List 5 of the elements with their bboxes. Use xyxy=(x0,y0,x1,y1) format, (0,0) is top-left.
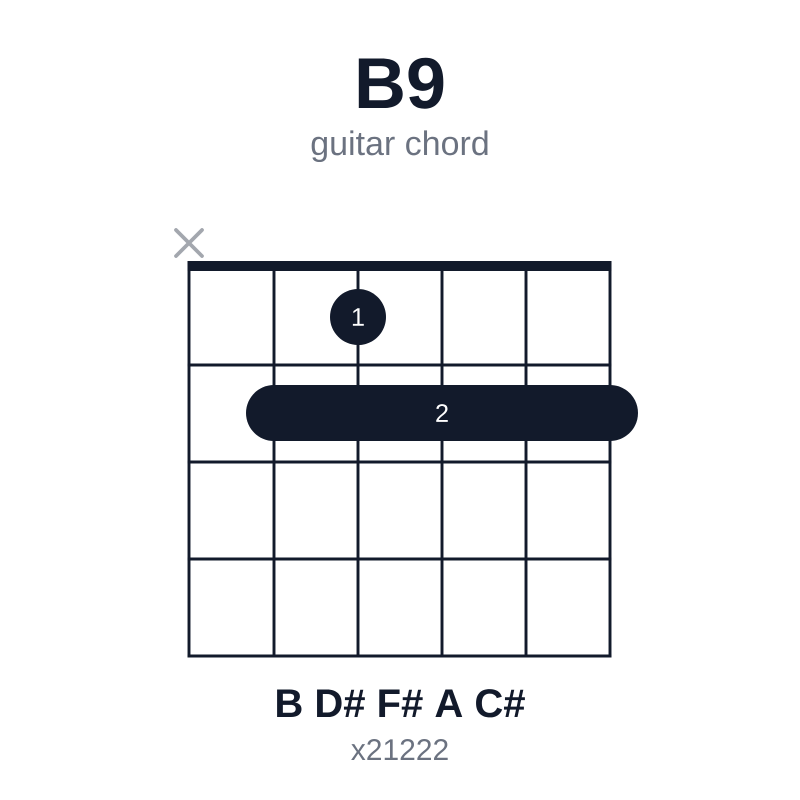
chord-notes: B D# F# A C# xyxy=(277,689,525,718)
chord-title: B9 xyxy=(358,58,444,109)
subtitle: guitar chord xyxy=(312,130,488,162)
barre-bar: 2 xyxy=(246,385,638,441)
fingering-code: x21222 xyxy=(351,739,448,760)
